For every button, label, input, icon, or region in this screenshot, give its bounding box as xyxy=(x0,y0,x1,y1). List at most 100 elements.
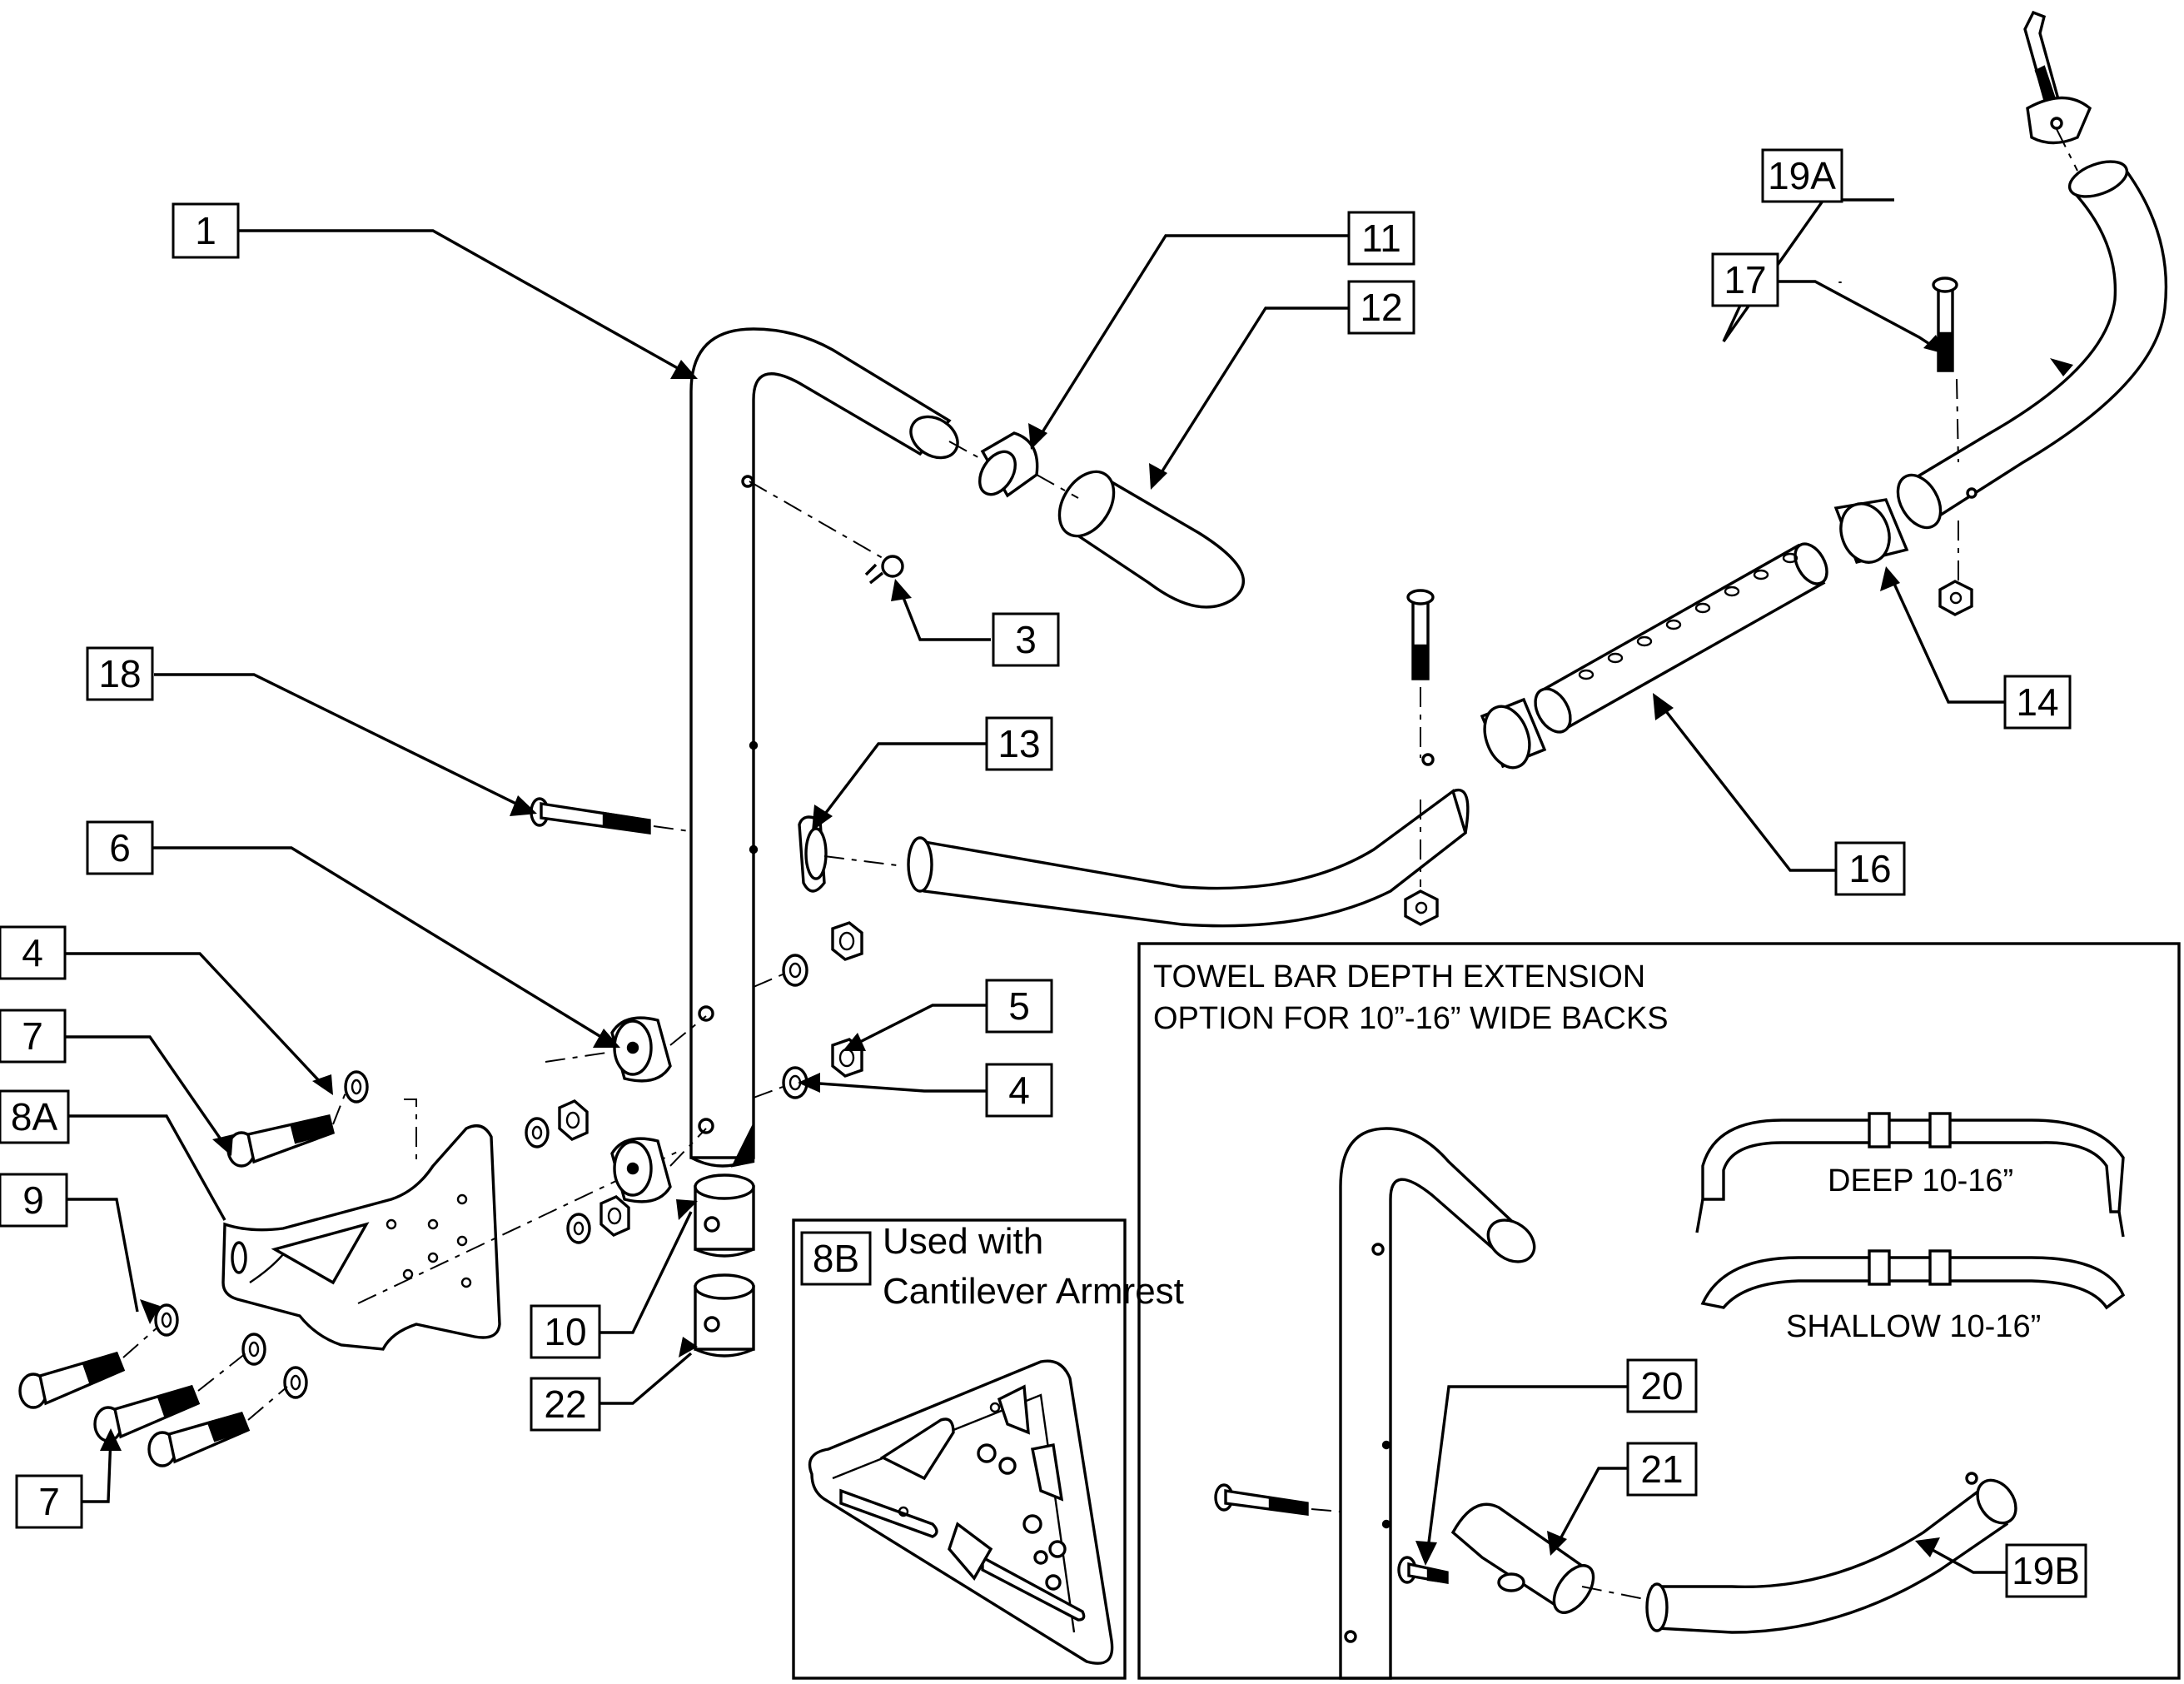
end-plug xyxy=(978,431,1039,498)
washer-upper-right xyxy=(782,954,808,987)
callout-21: 21 xyxy=(1626,1442,1698,1497)
washer-9 xyxy=(154,1303,179,1337)
inner-adjustment-tube xyxy=(1534,542,1828,734)
cap-screw-16 xyxy=(1406,589,1435,680)
callout-4-lower: 4 xyxy=(985,1063,1053,1118)
button-bolt-lower-1 xyxy=(18,1351,126,1409)
button-bolt-lower-2 xyxy=(93,1384,201,1442)
svg-text:SHALLOW 10-16”: SHALLOW 10-16” xyxy=(1786,1309,2041,1344)
hex-nut-upper xyxy=(1938,580,1973,616)
hex-nut-lower xyxy=(1404,889,1439,926)
svg-text:9: 9 xyxy=(22,1178,44,1222)
callout-5: 5 xyxy=(985,979,1053,1034)
svg-text:10: 10 xyxy=(544,1310,586,1353)
mounting-bracket-8a xyxy=(221,1124,501,1351)
option-clamp-21 xyxy=(1450,1502,1595,1614)
handle-grip xyxy=(1057,470,1246,609)
callout-11: 11 xyxy=(1347,211,1415,266)
callout-22: 22 xyxy=(530,1377,601,1432)
back-cane-tube xyxy=(689,327,959,1168)
option-short-bolt xyxy=(1397,1556,1449,1585)
callout-16: 16 xyxy=(1834,841,1906,896)
svg-text:OPTION FOR 10”-16” WIDE BACKS: OPTION FOR 10”-16” WIDE BACKS xyxy=(1153,1001,1669,1036)
svg-text:22: 22 xyxy=(544,1383,586,1426)
svg-text:17: 17 xyxy=(1724,258,1766,301)
svg-text:8A: 8A xyxy=(11,1095,58,1138)
callout-19b: 19B xyxy=(2005,1543,2087,1598)
screw xyxy=(864,555,904,585)
callout-9: 9 xyxy=(0,1173,68,1228)
sleeve-22 xyxy=(694,1273,755,1358)
option-extension-tube-19b xyxy=(1645,1472,2017,1634)
svg-text:16: 16 xyxy=(1848,847,1891,890)
callout-20: 20 xyxy=(1626,1358,1698,1413)
button-bolt-lower-3 xyxy=(147,1411,251,1467)
upper-bushing xyxy=(1833,498,1909,565)
cap-screw-17 xyxy=(1932,277,1958,372)
callout-7-upper: 7 xyxy=(0,1009,67,1064)
bushing xyxy=(1480,697,1547,770)
callout-4-upper: 4 xyxy=(0,925,67,980)
svg-text:4: 4 xyxy=(1008,1069,1030,1112)
svg-text:19A: 19A xyxy=(1768,154,1836,197)
washer-lower-2 xyxy=(241,1333,266,1366)
callout-17: 17 xyxy=(1711,252,1779,307)
adjustment-holes xyxy=(1578,552,1798,680)
inset-8b-panel: 8B Used with Cantilever Armrest xyxy=(792,1218,1184,1680)
svg-text:7: 7 xyxy=(38,1480,60,1523)
callout-3: 3 xyxy=(992,612,1060,667)
option-frame-tube xyxy=(1339,1127,1536,1680)
nut-bracket-bottom xyxy=(599,1195,630,1237)
svg-text:12: 12 xyxy=(1360,286,1402,329)
svg-text:18: 18 xyxy=(98,652,141,695)
washer-bracket-top xyxy=(525,1117,550,1148)
long-bolt-18 xyxy=(530,797,651,835)
svg-text:4: 4 xyxy=(22,931,43,974)
callout-18: 18 xyxy=(86,646,154,701)
svg-text:DEEP 10-16”: DEEP 10-16” xyxy=(1828,1163,2013,1198)
svg-text:14: 14 xyxy=(2016,680,2058,724)
towel-bar-option-panel: TOWEL BAR DEPTH EXTENSION OPTION FOR 10”… xyxy=(1137,942,2181,1680)
shallow-bar: SHALLOW 10-16” xyxy=(1700,1249,2126,1344)
washer-bracket-bottom xyxy=(566,1213,591,1244)
svg-text:5: 5 xyxy=(1008,984,1030,1028)
svg-text:6: 6 xyxy=(109,826,131,869)
callout-13: 13 xyxy=(985,716,1053,771)
callout-19a: 19A xyxy=(1761,148,1843,203)
svg-text:Cantilever Armrest: Cantilever Armrest xyxy=(883,1271,1184,1312)
svg-text:Used with: Used with xyxy=(883,1221,1043,1262)
locknut-upper-right xyxy=(831,921,863,961)
callout-8a: 8A xyxy=(0,1089,70,1144)
leader-arrowheads xyxy=(100,335,2073,1451)
callout-12: 12 xyxy=(1347,280,1415,335)
svg-text:1: 1 xyxy=(195,209,216,252)
washer-lower-3 xyxy=(283,1366,308,1399)
svg-text:3: 3 xyxy=(1015,618,1037,661)
spacer-block-6-lower xyxy=(610,1137,672,1203)
towel-bar-tube xyxy=(907,753,1470,928)
deep-bar: DEEP 10-16” xyxy=(1695,1112,2125,1238)
sleeve-10 xyxy=(694,1173,755,1258)
svg-text:11: 11 xyxy=(1361,217,1401,260)
svg-text:8B: 8B xyxy=(813,1237,859,1280)
callout-6: 6 xyxy=(86,820,154,875)
button-bolt-7-top xyxy=(226,1114,336,1168)
svg-text:TOWEL BAR DEPTH EXTENSION: TOWEL BAR DEPTH EXTENSION xyxy=(1153,959,1645,994)
svg-text:7: 7 xyxy=(22,1014,43,1058)
svg-text:13: 13 xyxy=(997,722,1040,765)
top-cap xyxy=(2026,96,2092,145)
callout-1: 1 xyxy=(172,202,240,259)
svg-text:21: 21 xyxy=(1640,1447,1683,1491)
extension-tube-19a xyxy=(1896,160,2168,530)
spacer-block-6-upper xyxy=(610,1016,672,1083)
svg-text:19B: 19B xyxy=(2012,1549,2080,1592)
nut-bracket-top xyxy=(558,1099,589,1141)
svg-text:20: 20 xyxy=(1640,1364,1683,1407)
callout-14: 14 xyxy=(2003,675,2072,730)
wedge-spacer-13 xyxy=(798,815,828,893)
washer-4 xyxy=(344,1070,369,1104)
callout-10: 10 xyxy=(530,1304,601,1359)
callout-7-lower: 7 xyxy=(15,1474,83,1529)
option-long-bolt xyxy=(1214,1483,1309,1516)
